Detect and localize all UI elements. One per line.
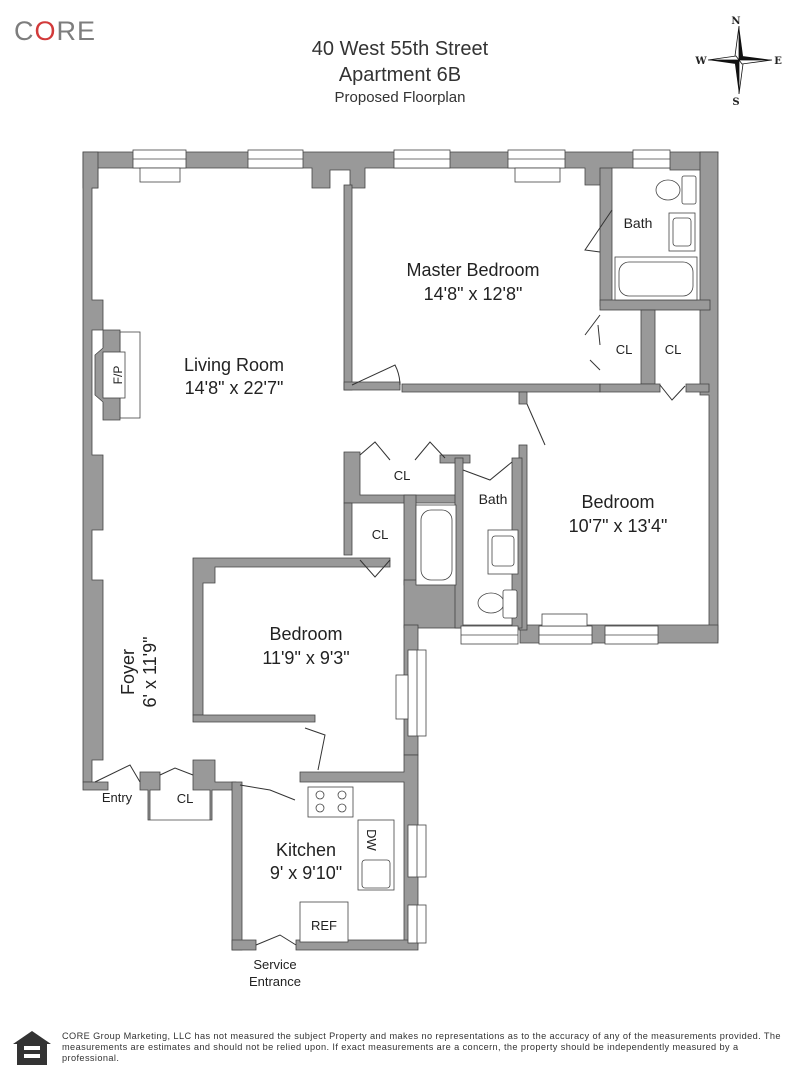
kitchen-name: Kitchen bbox=[276, 840, 336, 860]
compass-west: W bbox=[694, 56, 707, 67]
dishwasher-label: DW bbox=[364, 829, 379, 851]
refrigerator-label: REF bbox=[311, 918, 337, 933]
closet-label-bedroom: CL bbox=[372, 527, 389, 542]
doors bbox=[94, 209, 686, 946]
master-bedroom-size: 14'8" x 12'8" bbox=[424, 284, 523, 304]
logo-letter-o: O bbox=[34, 16, 57, 46]
closet-label-master-2: CL bbox=[665, 342, 682, 357]
compass-east: E bbox=[774, 56, 782, 67]
disclaimer: CORE Group Marketing, LLC has not measur… bbox=[62, 1031, 781, 1064]
closet-label-hall: CL bbox=[394, 468, 411, 483]
closet-label-master: CL bbox=[616, 342, 633, 357]
foyer-size: 6' x 11'9" bbox=[140, 637, 160, 708]
logo-letter-c: C bbox=[14, 16, 35, 46]
closet-label-entry: CL bbox=[177, 791, 194, 806]
plan-subtitle: Proposed Floorplan bbox=[334, 89, 466, 106]
center-bedroom-name: Bedroom bbox=[269, 624, 342, 644]
foyer-name: Foyer bbox=[118, 649, 138, 695]
fixtures bbox=[299, 175, 698, 943]
center-bedroom-size: 11'9" x 9'3" bbox=[262, 648, 349, 668]
living-room-name: Living Room bbox=[184, 355, 284, 375]
kitchen-size: 9' x 9'10" bbox=[270, 863, 342, 883]
address: 40 West 55th Street bbox=[311, 38, 489, 60]
fireplace-label: F/P bbox=[111, 366, 125, 385]
compass-south: S bbox=[732, 97, 739, 108]
entry-label: Entry bbox=[102, 790, 133, 805]
east-bedroom-name: Bedroom bbox=[581, 492, 654, 512]
floorplan-title: 40 West 55th Street Apartment 6B Propose… bbox=[200, 36, 600, 108]
equal-housing-icon bbox=[13, 1031, 51, 1065]
compass-rose-icon: N S E W bbox=[694, 16, 782, 108]
master-bath-label: Bath bbox=[624, 215, 653, 231]
master-bedroom-name: Master Bedroom bbox=[406, 260, 539, 280]
east-bedroom-size: 10'7" x 13'4" bbox=[569, 516, 668, 536]
unit-number: Apartment 6B bbox=[338, 64, 462, 86]
living-room-size: 14'8" x 22'7" bbox=[185, 378, 284, 398]
service-entrance-label-2: Entrance bbox=[249, 974, 301, 989]
logo-letters-re: RE bbox=[56, 16, 97, 46]
windows bbox=[132, 149, 671, 944]
core-logo: CORE bbox=[14, 16, 96, 47]
compass-north: N bbox=[731, 16, 740, 27]
hall-bath-label: Bath bbox=[479, 491, 508, 507]
fireplace bbox=[94, 329, 141, 421]
service-entrance-label-1: Service bbox=[253, 957, 296, 972]
